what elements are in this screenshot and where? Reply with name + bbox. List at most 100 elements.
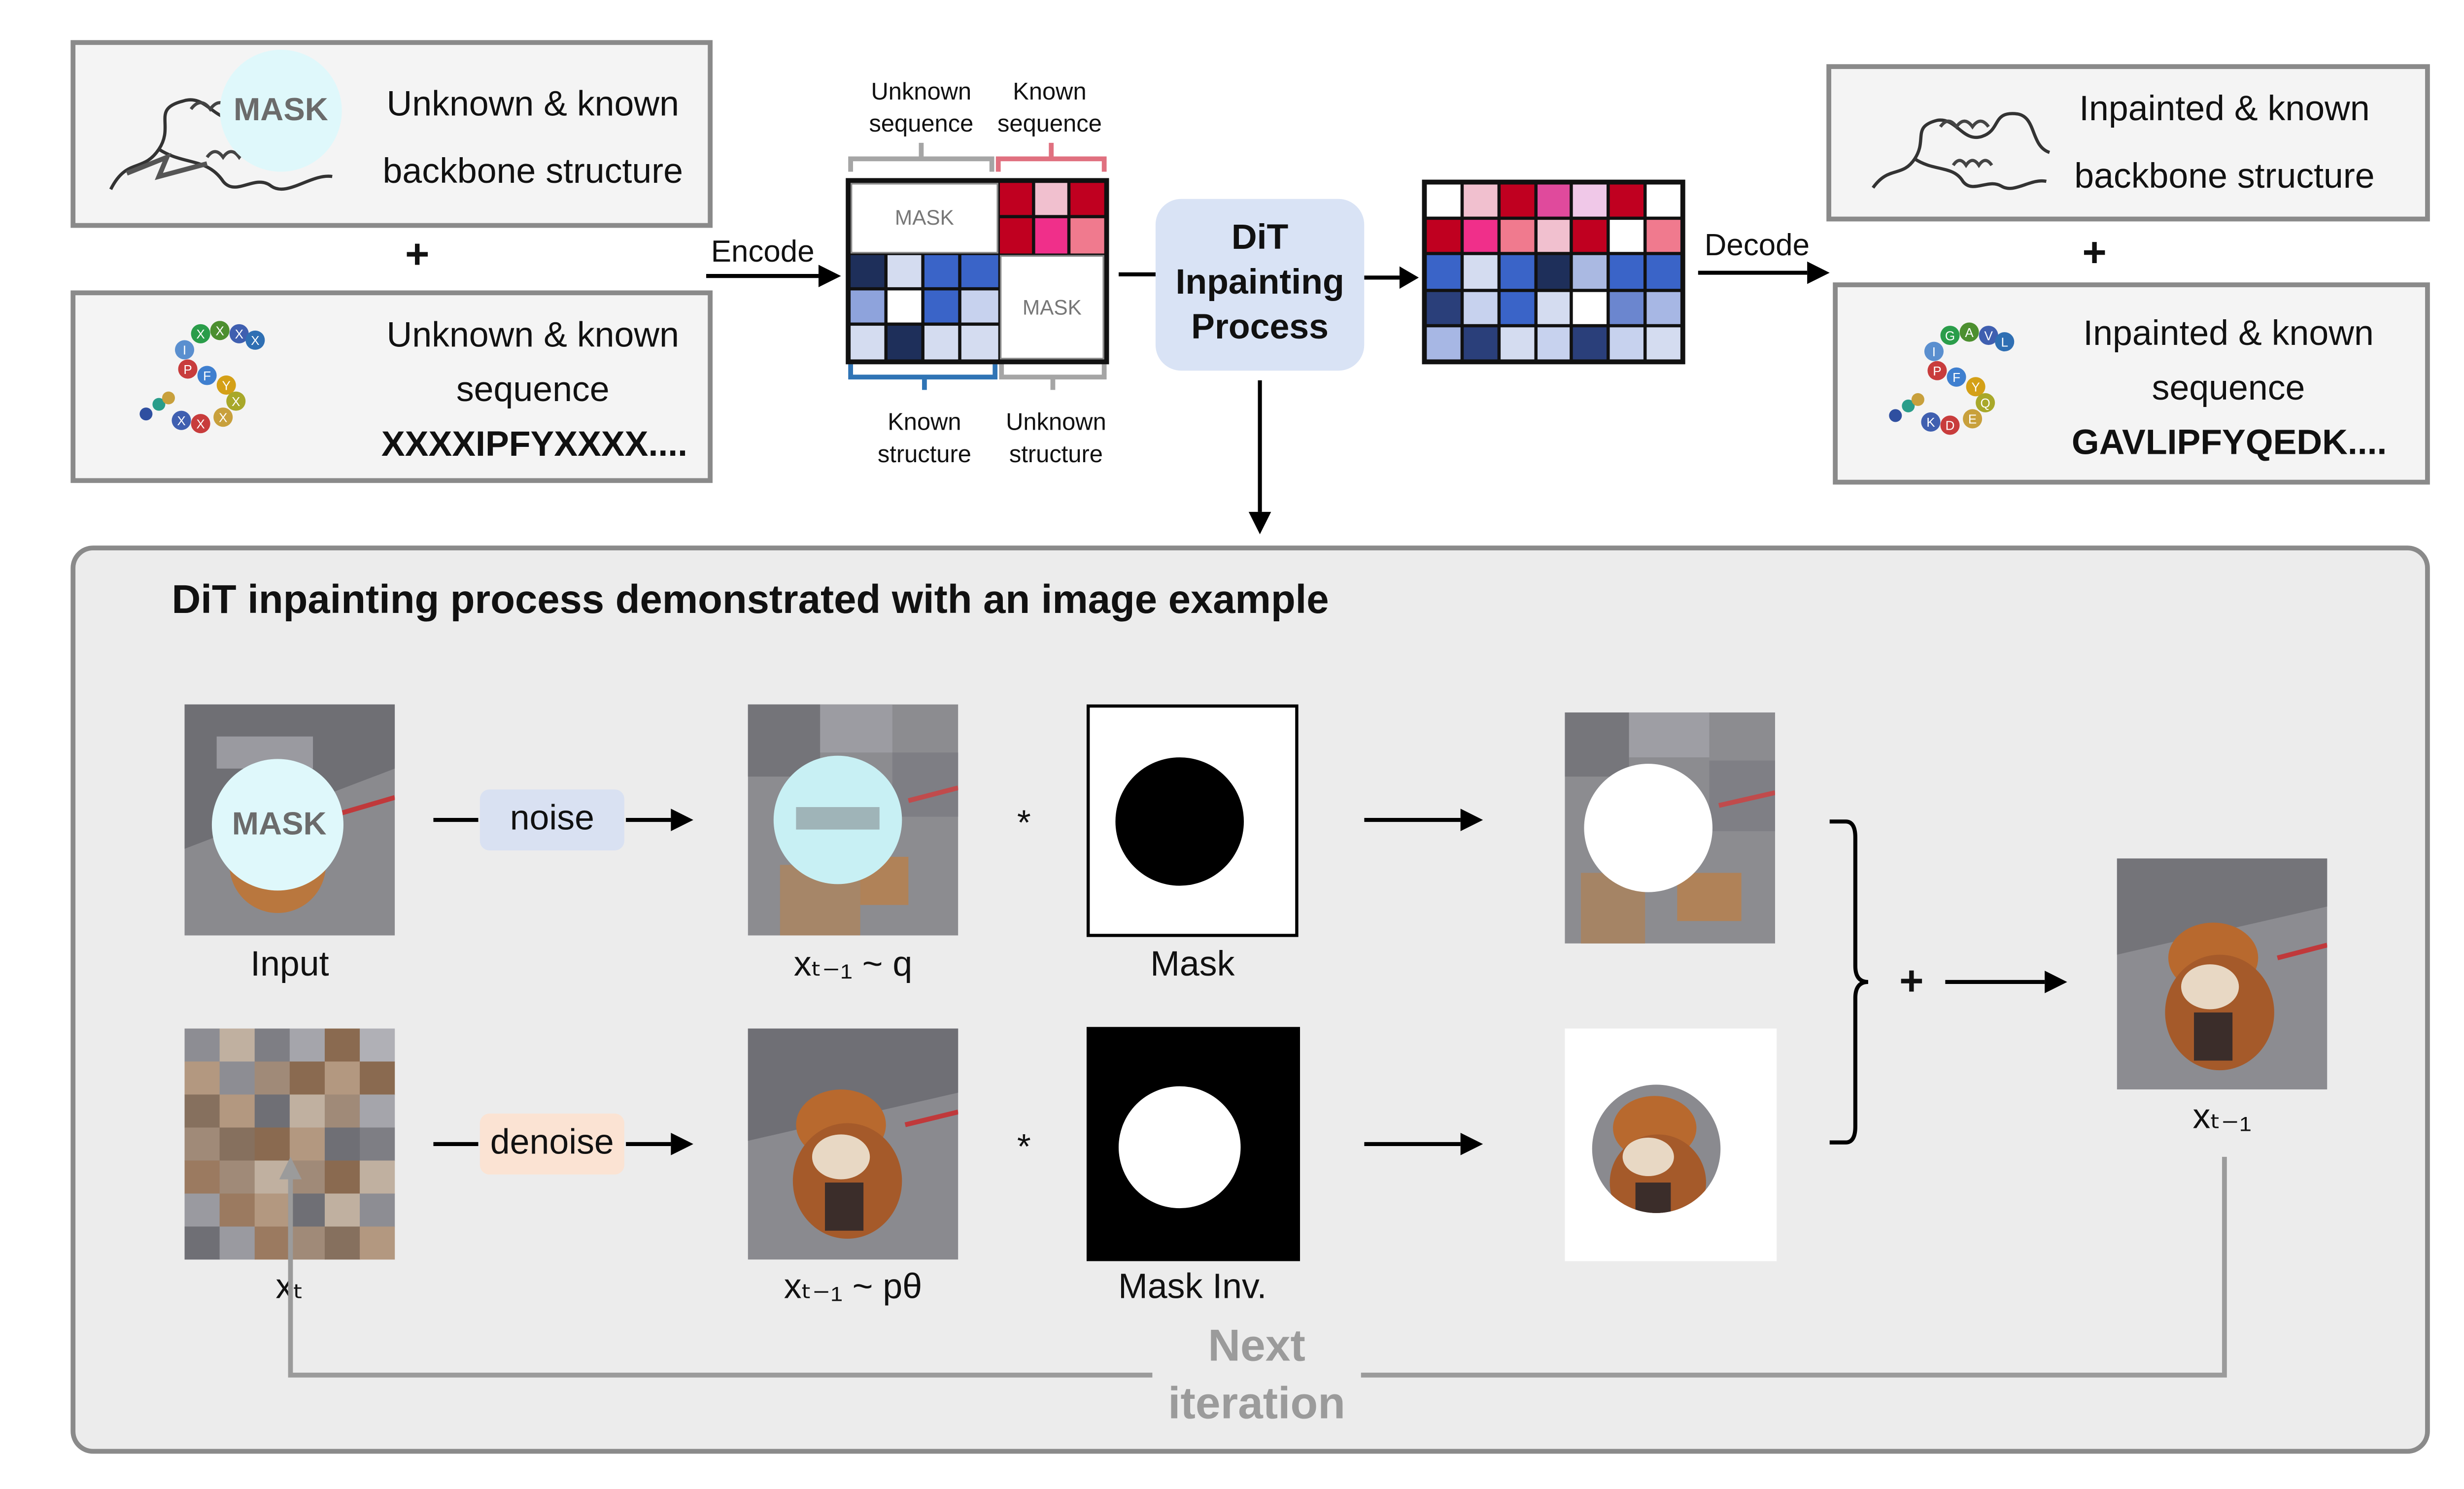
output-embedding-grid — [1422, 179, 1685, 365]
xt1-q-label: xₜ₋₁ ~ q — [793, 943, 913, 984]
noise-pixel — [324, 1028, 361, 1063]
output-grid-cell — [1646, 291, 1680, 324]
sequence-bead — [1959, 322, 1979, 342]
noise-pixel — [360, 1061, 395, 1096]
output-structure-line2: backbone structure — [2074, 155, 2375, 196]
noise-pixel — [254, 1127, 291, 1162]
sequence-bead-letter: E — [1968, 412, 1977, 427]
noise-pixel — [289, 1226, 326, 1260]
dit-inpainting-box — [1155, 199, 1365, 371]
mask-text-top: MASK — [894, 205, 954, 230]
output-grid-cell — [1537, 327, 1571, 360]
output-grid-cell — [1574, 291, 1607, 324]
output-grid-cell — [1610, 184, 1644, 217]
sequence-bead — [1979, 326, 1998, 345]
output-grid-cell — [1427, 291, 1461, 324]
input-structure-box: MASK Unknown & known backbone structure — [70, 40, 713, 228]
sequence-bead-letter: P — [1933, 364, 1941, 378]
output-grid-cell — [1574, 184, 1607, 217]
noise-pill — [479, 789, 624, 850]
output-grid-cell — [1574, 327, 1607, 360]
unknown-structure-mask-block — [999, 255, 1104, 360]
sequence-bead-letter: X — [215, 324, 224, 338]
encode-arrow — [706, 265, 841, 287]
sequence-bead-letter: K — [1926, 415, 1935, 430]
noise-pixel — [289, 1094, 326, 1129]
unknown-sequence-label: Unknown sequence — [869, 78, 974, 138]
noise-pixel — [324, 1094, 361, 1129]
sequence-bead — [1995, 332, 2015, 352]
output-sequence-line1: Inpainted & known — [2083, 313, 2374, 353]
known-structure-label: Known structure — [877, 409, 971, 469]
sequence-bead-letter: X — [251, 333, 259, 348]
dit-to-output-arrow — [1364, 266, 1419, 289]
sequence-bead — [197, 366, 217, 385]
denoise-arrow — [433, 1133, 693, 1155]
masked-known-image — [1565, 712, 1776, 944]
noise-pixel — [360, 1193, 395, 1227]
output-grid-cell — [1610, 220, 1644, 253]
sequence-bead-dot — [1889, 409, 1902, 422]
output-structure-line1: Inpainted & known — [2079, 88, 2370, 129]
sequence-bead — [1947, 367, 1966, 387]
plus-sign-right: + — [2082, 228, 2107, 276]
noise-pixel — [254, 1193, 291, 1227]
noise-pixel — [254, 1226, 291, 1260]
output-structure-box: Inpainted & known backbone structure — [1826, 64, 2430, 222]
sequence-bead-letter: V — [1984, 328, 1993, 343]
xt-noise-image — [184, 1028, 395, 1260]
mask-text-bottom: MASK — [1022, 295, 1082, 320]
protein-backbone-output-icon — [1872, 112, 2051, 190]
sequence-bead-letter: I — [183, 343, 186, 358]
sequence-bead — [174, 340, 195, 360]
input-image — [184, 704, 395, 936]
sequence-bead — [1940, 415, 1960, 435]
dit-line1: DiT — [1231, 216, 1289, 257]
mask-inv-label: Mask Inv. — [1118, 1266, 1267, 1306]
output-grid-cell — [1610, 291, 1644, 324]
output-grid-cell — [1500, 220, 1534, 253]
output-grid-cell — [1574, 256, 1607, 288]
noise-pixel — [289, 1193, 326, 1227]
sequence-bead-dot — [139, 407, 153, 421]
next-iteration-label-bg — [1152, 1355, 1361, 1398]
dit-line2: Inpainting — [1175, 261, 1344, 302]
noise-pixel — [254, 1028, 291, 1063]
sequence-bead-letter: X — [219, 410, 227, 425]
sequence-bead-letter: G — [1945, 328, 1955, 343]
sequence-bead — [1924, 341, 1944, 361]
sequence-bead-letter: Y — [222, 378, 231, 393]
embedding-grid: MASK MASK — [846, 178, 1109, 365]
output-grid-cell — [1574, 220, 1607, 253]
mask-label: Mask — [1150, 943, 1235, 984]
sequence-bead — [226, 391, 246, 411]
noise-pixel — [254, 1061, 291, 1096]
noise-pixel — [254, 1094, 291, 1129]
noise-pixel — [219, 1193, 256, 1227]
dit-line3: Process — [1191, 306, 1329, 347]
output-grid-cell — [1500, 184, 1534, 217]
decode-arrow — [1698, 261, 1830, 284]
noise-pixel — [324, 1160, 361, 1194]
output-grid-cell — [1537, 184, 1571, 217]
sequence-bead-letter: X — [235, 327, 243, 341]
sequence-bead-letter: X — [177, 413, 185, 428]
panel-title: DiT inpainting process demonstrated with… — [171, 577, 1329, 623]
arrow-top-result — [1364, 809, 1483, 831]
noise-pixel — [360, 1094, 395, 1129]
noise-pixel — [184, 1127, 221, 1162]
output-grid-cell — [1463, 184, 1497, 217]
inpainted-region-image — [1565, 1028, 1777, 1261]
dit-down-arrow — [1248, 380, 1271, 535]
noise-pixel — [324, 1127, 361, 1162]
output-grid-cell — [1537, 220, 1571, 253]
unknown-structure-label: Unknown structure — [1006, 409, 1106, 469]
output-grid-cell — [1463, 327, 1497, 360]
known-sequence-label: Known sequence — [997, 78, 1102, 138]
output-xt1-label: xₜ₋₁ — [2192, 1096, 2252, 1136]
output-grid-cell — [1427, 220, 1461, 253]
sequence-bead-letter: P — [183, 362, 192, 377]
output-grid-cell — [1537, 291, 1571, 324]
output-grid-cell — [1646, 184, 1680, 217]
